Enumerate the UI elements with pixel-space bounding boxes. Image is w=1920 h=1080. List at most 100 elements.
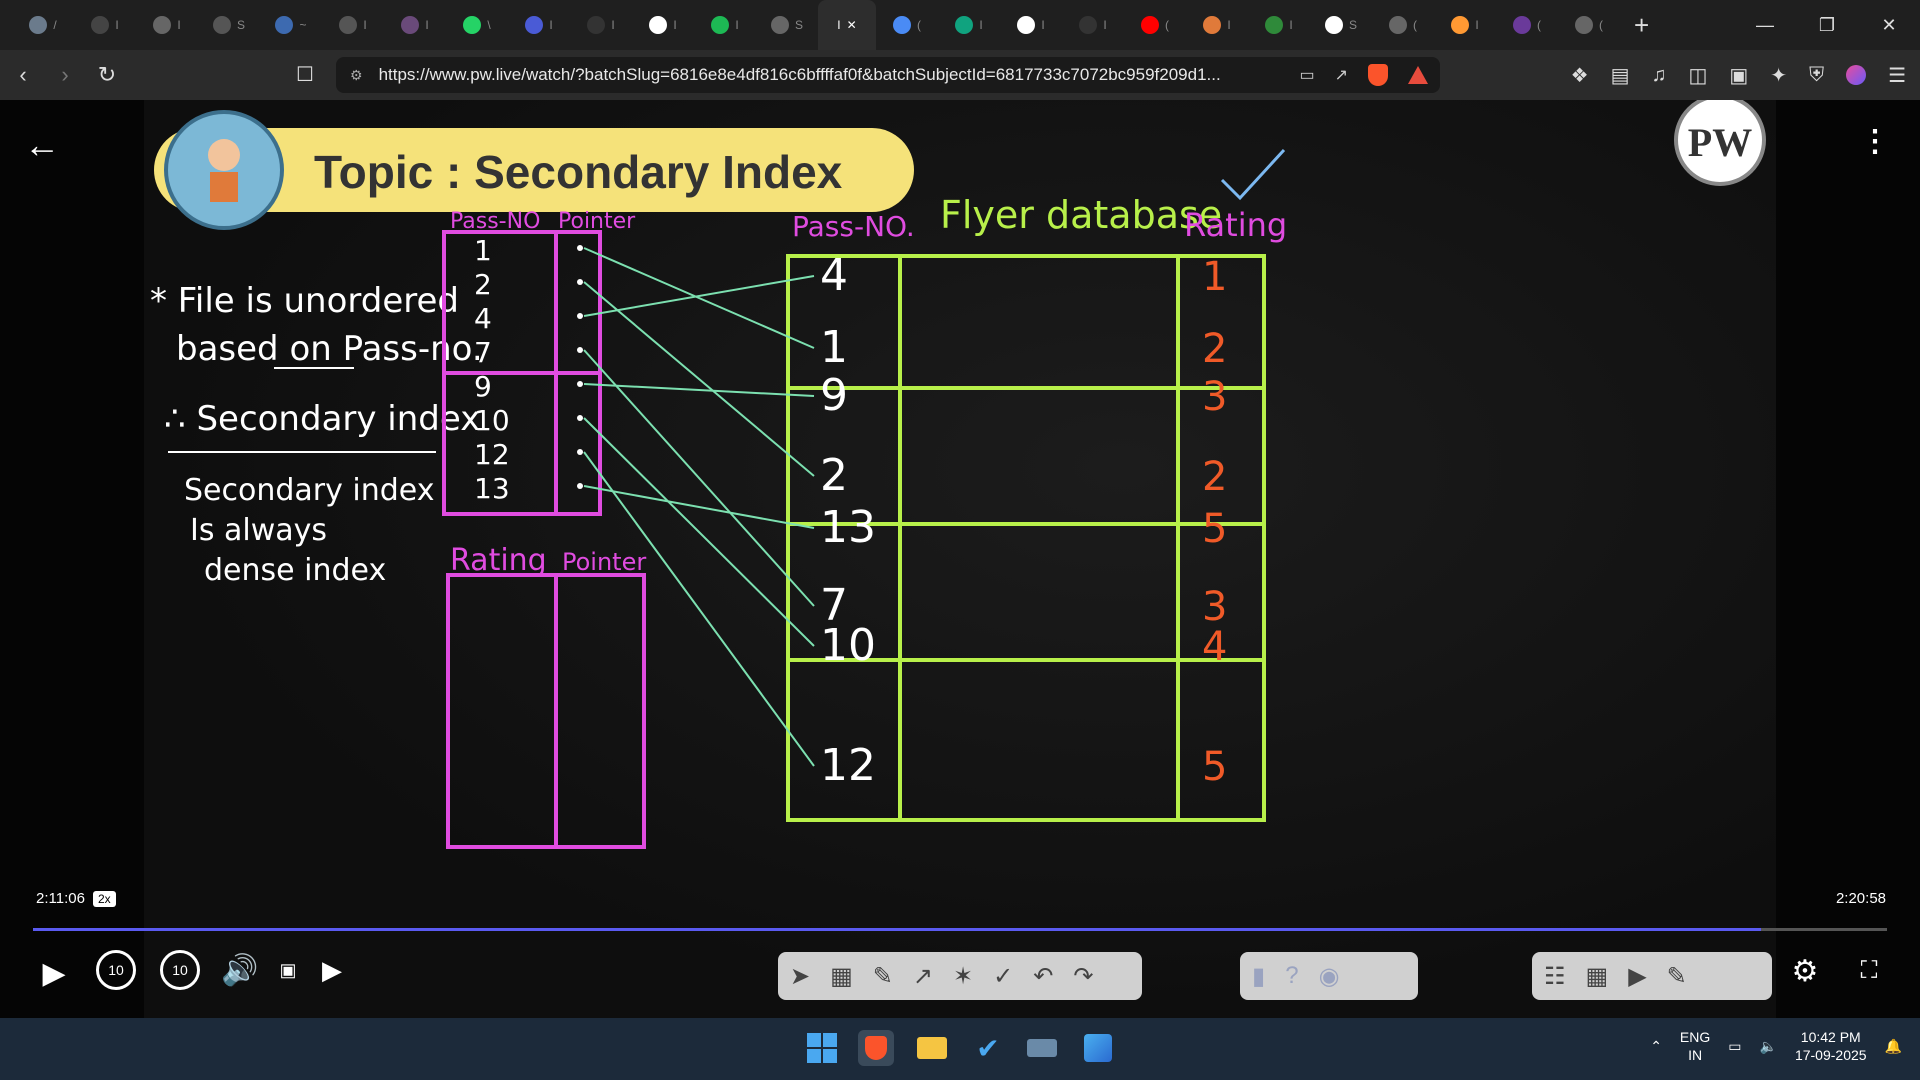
- browser-tab[interactable]: (: [1558, 0, 1620, 50]
- browser-tab[interactable]: I: [938, 0, 1000, 50]
- browser-tab[interactable]: I: [1186, 0, 1248, 50]
- pointer-dot: [577, 415, 583, 421]
- file-explorer-icon[interactable]: [914, 1030, 950, 1066]
- player-back-button[interactable]: ←: [24, 124, 60, 165]
- leo-ai-icon[interactable]: ✦: [1770, 64, 1788, 87]
- browser-tab[interactable]: I: [632, 0, 694, 50]
- browser-tab[interactable]: I: [384, 0, 446, 50]
- browser-tab[interactable]: S: [198, 0, 260, 50]
- seek-bar-fill: [33, 928, 1761, 931]
- brave-shields-icon[interactable]: [1368, 64, 1388, 86]
- windows-logo-icon: [807, 1033, 837, 1063]
- browser-tab[interactable]: I: [508, 0, 570, 50]
- site-settings-icon[interactable]: ⚙: [350, 66, 363, 83]
- seek-bar[interactable]: [33, 928, 1887, 931]
- browser-tab[interactable]: \: [446, 0, 508, 50]
- vpn-icon[interactable]: ⛨: [1809, 63, 1825, 86]
- reader-mode-icon[interactable]: ▤: [1610, 64, 1630, 87]
- paint-icon[interactable]: [1080, 1030, 1116, 1066]
- browser-tab[interactable]: I: [694, 0, 756, 50]
- pen-tool-icon[interactable]: ✎: [872, 962, 893, 990]
- browser-tab[interactable]: ~: [260, 0, 322, 50]
- close-tab-icon[interactable]: ✕: [846, 18, 857, 32]
- back-button[interactable]: ‹: [19, 62, 27, 87]
- flyer-pass-value: 1: [820, 322, 848, 373]
- notification-bell-icon[interactable]: 🔔: [1884, 1037, 1902, 1054]
- player-more-menu[interactable]: ⋮: [1860, 125, 1890, 158]
- play-button[interactable]: ▶: [42, 956, 66, 990]
- url-text[interactable]: https://www.pw.live/watch/?batchSlug=681…: [378, 65, 1221, 84]
- active-browser-tab[interactable]: I✕: [818, 0, 876, 50]
- cursor-tool-icon[interactable]: ➤: [790, 962, 811, 990]
- lecture-video-frame[interactable]: Topic : Secondary Index PW * File is uno…: [144, 100, 1776, 1018]
- brave-taskbar-icon[interactable]: [858, 1030, 894, 1066]
- brave-rewards-icon[interactable]: [1408, 66, 1428, 84]
- video-player[interactable]: Topic : Secondary Index PW * File is uno…: [0, 100, 1920, 1018]
- browser-tab[interactable]: (: [1124, 0, 1186, 50]
- browser-tab[interactable]: (: [1372, 0, 1434, 50]
- menu-icon[interactable]: ☰: [1888, 64, 1906, 87]
- volume-icon[interactable]: 🔊: [221, 953, 259, 987]
- forward-button[interactable]: ›: [61, 62, 69, 87]
- extensions-icon[interactable]: ❖: [1570, 64, 1589, 87]
- browser-tab[interactable]: S: [756, 0, 818, 50]
- fullscreen-icon[interactable]: ⛶: [1860, 957, 1878, 984]
- note-line: Secondary index: [184, 473, 435, 508]
- chat-icon[interactable]: ☷: [1544, 962, 1566, 990]
- speaker-icon[interactable]: 🔈: [1759, 1037, 1777, 1054]
- minimize-button[interactable]: —: [1756, 14, 1774, 35]
- browser-tab[interactable]: I: [74, 0, 136, 50]
- reload-button[interactable]: ↻: [97, 62, 117, 87]
- browser-tab[interactable]: (: [876, 0, 938, 50]
- highlighter-tool-icon[interactable]: ✓: [993, 962, 1014, 990]
- next-button[interactable]: ▶: [322, 954, 342, 985]
- mini-player-icon[interactable]: ▶: [1628, 962, 1647, 990]
- browser-tab[interactable]: I: [1248, 0, 1310, 50]
- share-icon[interactable]: ↗: [1334, 67, 1348, 84]
- profile-avatar[interactable]: [1846, 65, 1867, 85]
- browser-tab[interactable]: I: [322, 0, 384, 50]
- restore-button[interactable]: ❐: [1818, 14, 1836, 35]
- chat-bubble-icon[interactable]: ◉: [1318, 962, 1340, 990]
- bookmark-page-icon[interactable]: ☐: [296, 64, 314, 86]
- browser-tab[interactable]: I: [1434, 0, 1496, 50]
- browser-tab[interactable]: S: [1310, 0, 1372, 50]
- keyboard-icon[interactable]: [1024, 1030, 1060, 1066]
- image-tool-icon[interactable]: ▦: [830, 962, 853, 990]
- undo-icon[interactable]: ↶: [1033, 962, 1054, 990]
- sidebar-icon[interactable]: ◫: [1688, 64, 1708, 87]
- translate-icon[interactable]: ▦: [1585, 962, 1609, 990]
- media-icon[interactable]: ♫: [1651, 63, 1667, 86]
- playback-speed-badge[interactable]: 2x: [92, 890, 116, 907]
- redo-icon[interactable]: ↷: [1073, 962, 1094, 990]
- cast-icon[interactable]: ▭: [1299, 67, 1315, 84]
- tab-title: S: [1348, 18, 1357, 32]
- forward-10-button[interactable]: 10: [160, 950, 200, 990]
- notes-icon[interactable]: ✎: [1666, 962, 1687, 990]
- wallet-icon[interactable]: ▣: [1729, 64, 1749, 87]
- clock[interactable]: 10:42 PM 17-09-2025: [1795, 1028, 1867, 1064]
- new-tab-button[interactable]: +: [1634, 9, 1650, 40]
- browser-tab[interactable]: I: [136, 0, 198, 50]
- tray-chevron-icon[interactable]: ⌃: [1650, 1037, 1662, 1054]
- windows-start-icon[interactable]: [804, 1030, 840, 1066]
- browser-tab[interactable]: (: [1496, 0, 1558, 50]
- language-indicator[interactable]: ENG IN: [1680, 1028, 1710, 1064]
- address-bar[interactable]: ⚙ https://www.pw.live/watch/?batchSlug=6…: [336, 57, 1440, 93]
- doubt-icon[interactable]: ?: [1285, 962, 1299, 989]
- close-window-button[interactable]: ✕: [1881, 14, 1897, 35]
- settings-gear-icon[interactable]: ⚙: [1791, 954, 1819, 988]
- browser-tab[interactable]: I: [1062, 0, 1124, 50]
- arrow-tool-icon[interactable]: ↗: [912, 962, 934, 990]
- todo-icon[interactable]: ✔: [976, 1032, 1000, 1064]
- network-icon[interactable]: ▭: [1728, 1037, 1742, 1054]
- pointer-arrow: [583, 275, 815, 317]
- browser-tab[interactable]: /: [12, 0, 74, 50]
- laser-tool-icon[interactable]: ✶: [953, 962, 974, 990]
- browser-tab[interactable]: I: [570, 0, 632, 50]
- poll-icon[interactable]: ▮: [1252, 962, 1266, 990]
- browser-tab[interactable]: I: [1000, 0, 1062, 50]
- rewind-10-button[interactable]: 10: [96, 950, 136, 990]
- caption-icon[interactable]: ▣: [279, 959, 297, 980]
- flyer-rating-value: 3: [1202, 584, 1227, 630]
